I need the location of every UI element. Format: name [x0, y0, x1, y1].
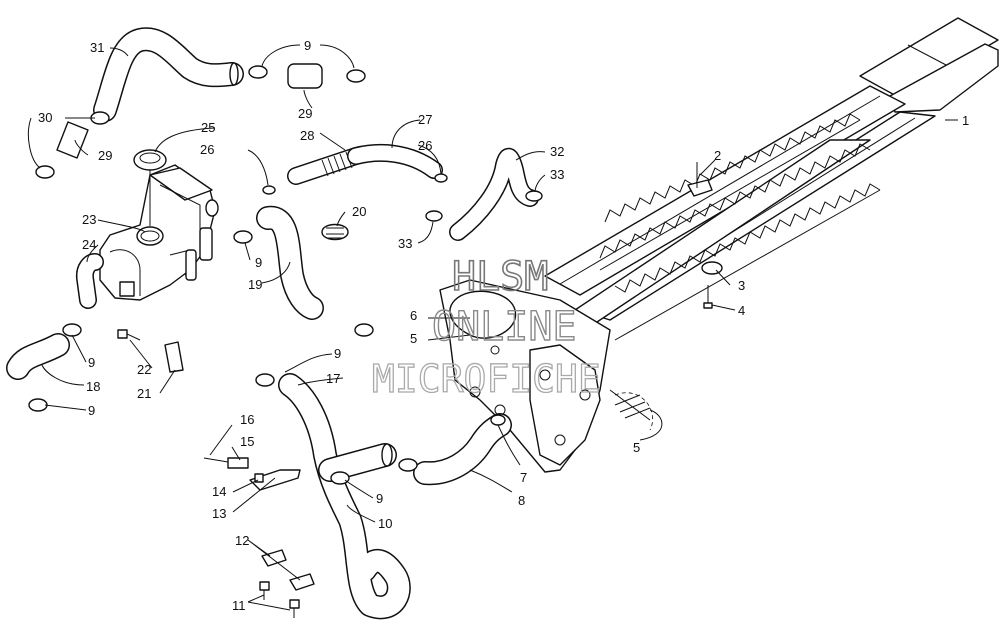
callout-labels: 1 2 3 4 5 5 6 7 8 9 9 9 9 9 9 10 11 12 1…: [38, 38, 969, 613]
callout-5-upper: 5: [410, 331, 417, 346]
callout-17: 17: [326, 371, 340, 386]
callout-18: 18: [86, 379, 100, 394]
callout-9-bottom-left: 9: [88, 403, 95, 418]
callout-2: 2: [714, 148, 721, 163]
callout-5-lower: 5: [633, 440, 640, 455]
callout-8: 8: [518, 493, 525, 508]
callout-24: 24: [82, 237, 96, 252]
coolant-tank: [99, 149, 219, 301]
callout-16: 16: [240, 412, 254, 427]
spring-clamp-20: [321, 223, 349, 241]
callout-3: 3: [738, 278, 745, 293]
callout-26-left: 26: [200, 142, 214, 157]
heat-exchanger-assembly: [439, 17, 999, 473]
callout-13: 13: [212, 506, 226, 521]
hoses: [6, 27, 539, 620]
callout-9-top: 9: [304, 38, 311, 53]
hose-29-left: [56, 121, 89, 159]
callout-14: 14: [212, 484, 226, 499]
watermark: HLSM ONLINE MICROFICHE: [371, 253, 601, 401]
callout-19: 19: [248, 277, 262, 292]
callout-9-mid: 9: [255, 255, 262, 270]
callout-12: 12: [235, 533, 249, 548]
callout-29-left: 29: [98, 148, 112, 163]
callout-4: 4: [738, 303, 745, 318]
hose-29-top: [287, 63, 323, 89]
callout-21: 21: [137, 386, 151, 401]
callout-6: 6: [410, 308, 417, 323]
callout-33-left: 33: [398, 236, 412, 251]
hose-clamps: [28, 65, 543, 485]
callout-26-right: 26: [418, 138, 432, 153]
callout-27: 27: [418, 112, 432, 127]
leader-lines: [27, 44, 958, 611]
callout-9-lower: 9: [376, 491, 383, 506]
callout-25: 25: [201, 120, 215, 135]
callout-10: 10: [378, 516, 392, 531]
watermark-line-3: MICROFICHE: [372, 357, 601, 401]
callout-33-right: 33: [550, 167, 564, 182]
callout-31: 31: [90, 40, 104, 55]
callout-32: 32: [550, 144, 564, 159]
callout-22: 22: [137, 362, 151, 377]
callout-23: 23: [82, 212, 96, 227]
callout-11: 11: [232, 598, 246, 613]
callout-1: 1: [962, 113, 969, 128]
watermark-line-2: ONLINE: [432, 304, 577, 350]
callout-29-top: 29: [298, 106, 312, 121]
callout-9-center: 9: [334, 346, 341, 361]
callout-30: 30: [38, 110, 52, 125]
callout-15: 15: [240, 434, 254, 449]
callout-7: 7: [520, 470, 527, 485]
small-hardware: [117, 329, 315, 618]
callout-9-left: 9: [88, 355, 95, 370]
callout-20: 20: [352, 204, 366, 219]
watermark-line-1: HLSM: [452, 254, 548, 300]
callout-28: 28: [300, 128, 314, 143]
